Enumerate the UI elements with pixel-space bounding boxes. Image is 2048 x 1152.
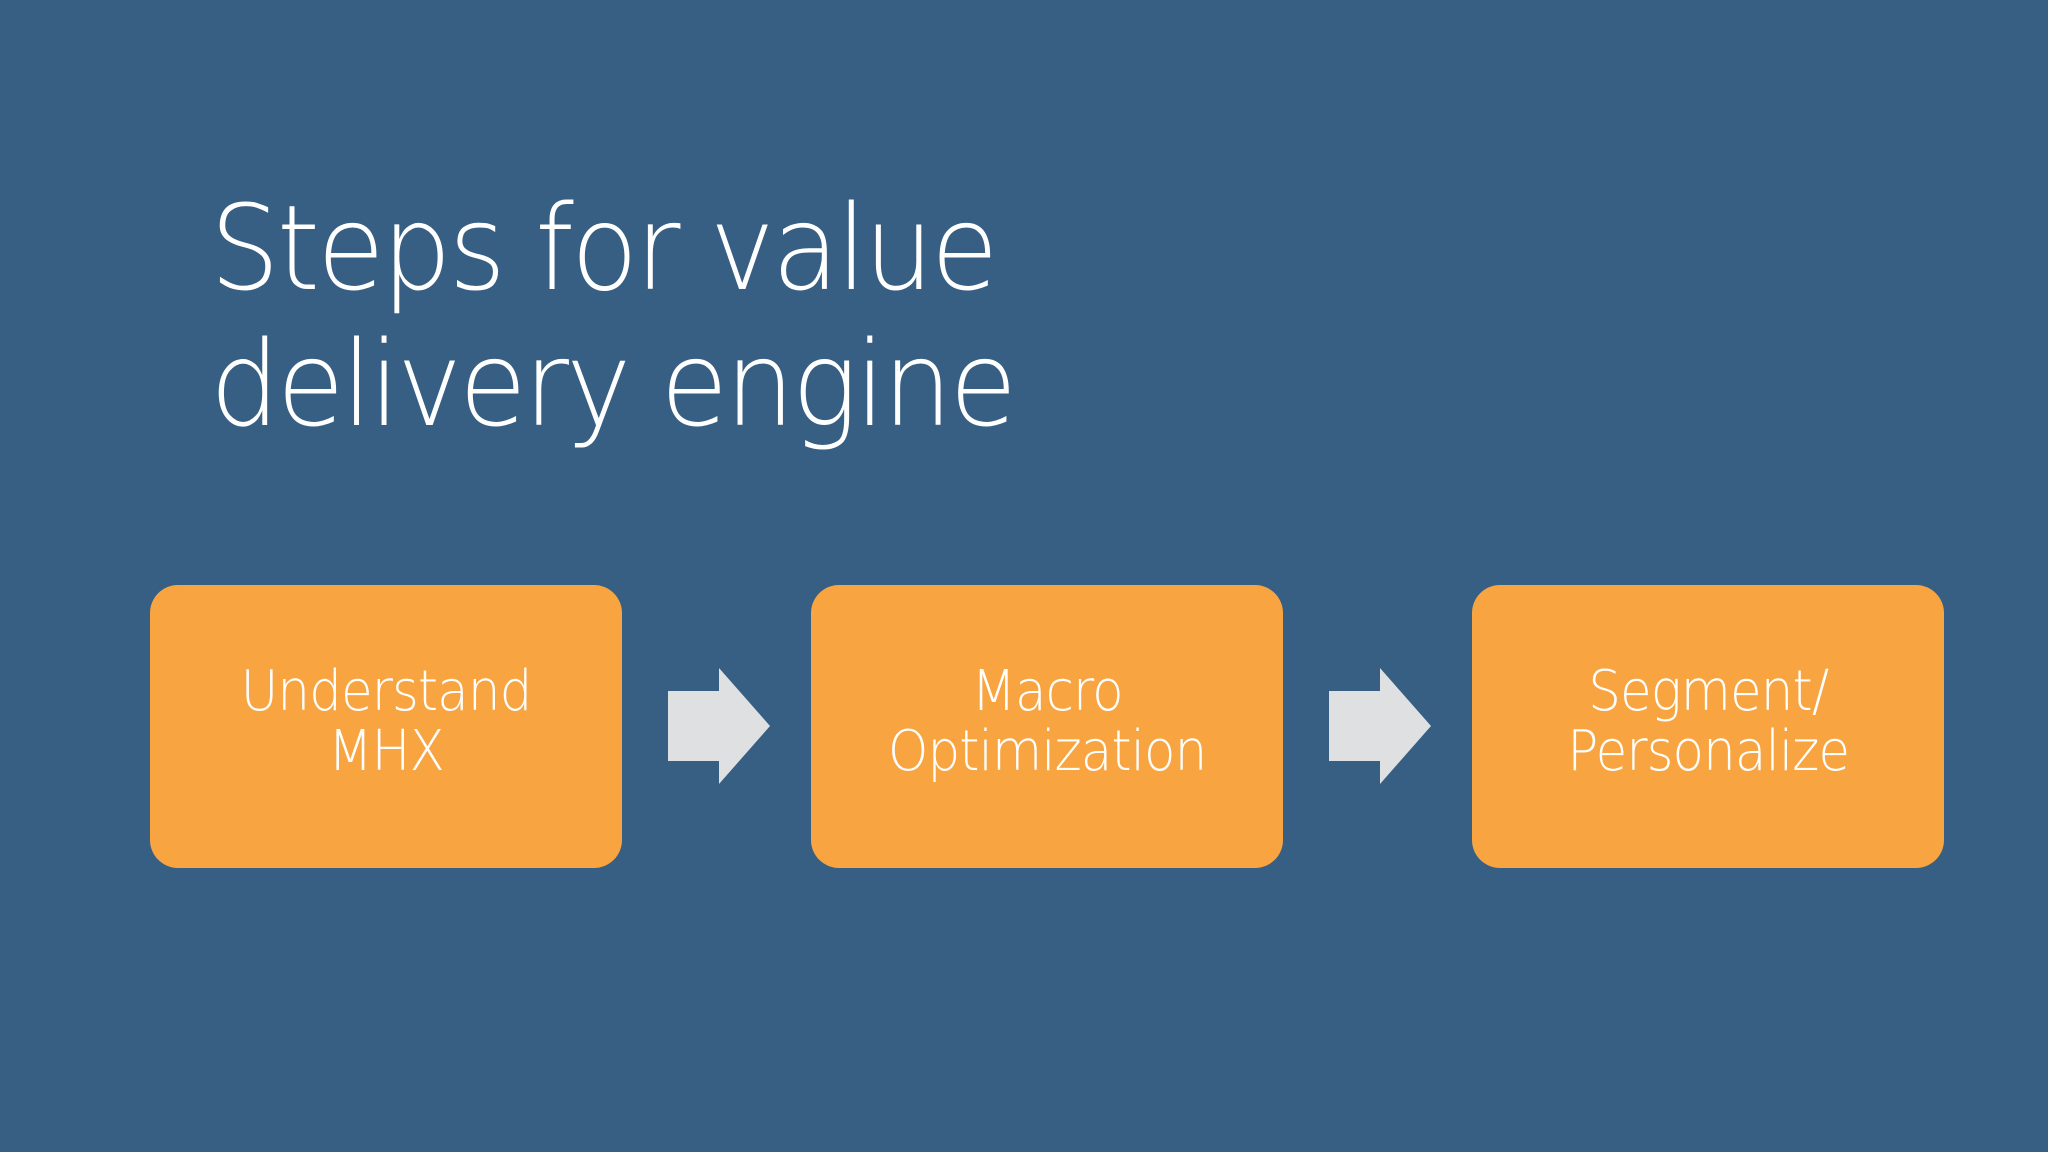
slide-title: Steps for value delivery engine: [210, 179, 1017, 453]
title-line-1: Steps for value: [210, 179, 998, 317]
step-box-segment-personalize[interactable]: Segment/ Personalize: [1472, 585, 1944, 868]
step-label-line-2: Optimization: [887, 718, 1207, 784]
right-arrow-icon: [668, 668, 770, 784]
step-label-line-1: Segment/: [1587, 658, 1829, 724]
title-line-2: delivery engine: [210, 315, 1017, 453]
step-label: Macro Optimization: [887, 658, 1207, 784]
step-box-understand-mhx[interactable]: Understand MHX: [150, 585, 622, 868]
step-label: Understand MHX: [240, 658, 533, 784]
step-label-line-2: Personalize: [1567, 718, 1850, 784]
step-label-line-1: Macro: [971, 658, 1123, 724]
step-box-macro-optimization[interactable]: Macro Optimization: [811, 585, 1283, 868]
step-label-line-2: MHX: [328, 718, 445, 784]
right-arrow-icon: [1329, 668, 1431, 784]
step-label: Segment/ Personalize: [1567, 658, 1850, 784]
step-label-line-1: Understand: [240, 658, 533, 724]
